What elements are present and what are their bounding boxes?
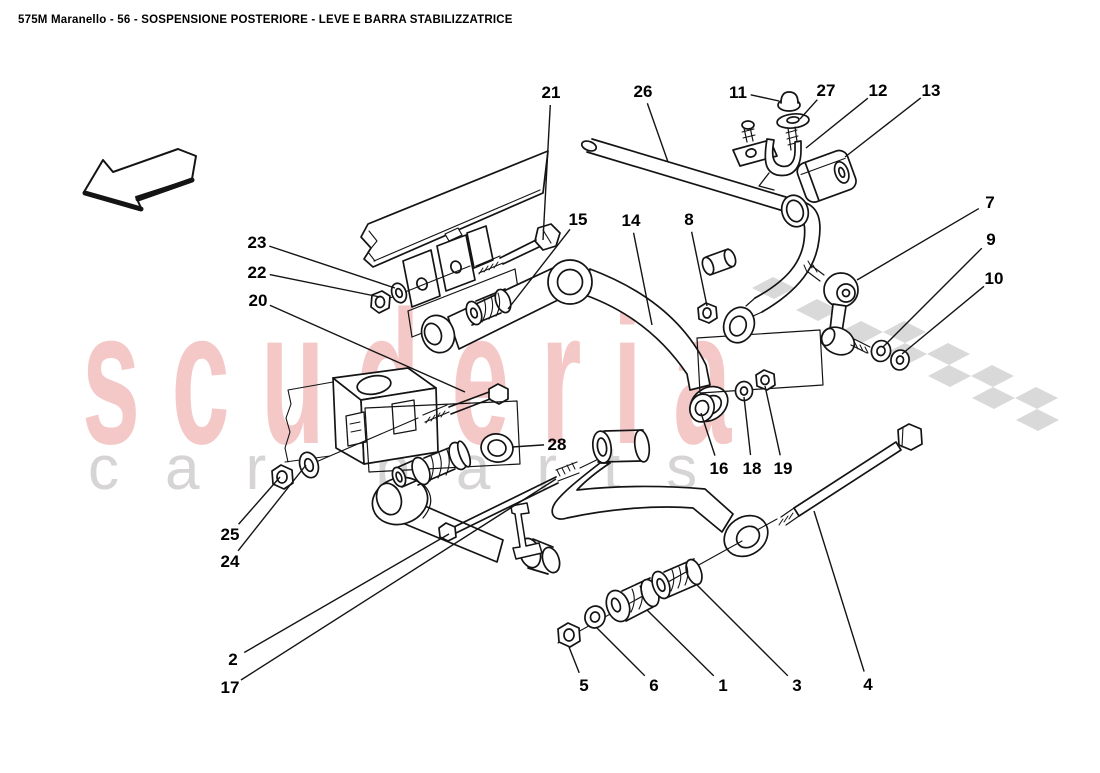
callout-leader-line xyxy=(901,285,985,355)
callout-leader-line xyxy=(844,97,922,158)
part-callout-12: 12 xyxy=(869,81,888,100)
callout-leader-line xyxy=(507,228,571,310)
callout-leader-line xyxy=(799,99,818,120)
part-callout-10: 10 xyxy=(985,269,1004,288)
part-callout-18: 18 xyxy=(743,459,762,478)
callout-leader-line xyxy=(240,478,557,681)
callout-leader-line xyxy=(269,245,396,289)
direction-arrow-icon xyxy=(82,148,197,212)
part-callout-26: 26 xyxy=(634,82,653,101)
part-callout-24: 24 xyxy=(221,552,240,571)
callout-leader-line xyxy=(243,533,450,654)
outer-joint-hardware xyxy=(557,540,743,648)
callout-leader-line xyxy=(646,609,715,677)
callout-leader-line xyxy=(743,396,752,456)
callout-leader-line xyxy=(511,444,545,448)
stabilizer-bushing xyxy=(796,149,857,203)
callout-leader-line xyxy=(269,304,466,393)
callout-leader-line xyxy=(856,207,980,281)
part-callout-7: 7 xyxy=(985,193,994,212)
part-callout-28: 28 xyxy=(548,435,567,454)
outer-pivot-bolt xyxy=(756,423,923,531)
callout-leader-line xyxy=(805,97,869,149)
callout-leader-line xyxy=(690,231,708,307)
part-callout-21: 21 xyxy=(542,83,561,102)
part-callout-4: 4 xyxy=(863,675,873,694)
callout-leader-line xyxy=(632,232,653,326)
callout-leader-line xyxy=(882,247,983,348)
callout-leader-line xyxy=(237,464,307,552)
callout-leader-line xyxy=(764,385,781,456)
stabilizer-clamp-cluster xyxy=(732,91,810,191)
stabilizer-bar xyxy=(580,138,821,344)
upper-arm-bushing xyxy=(465,288,512,326)
callout-leader-line xyxy=(813,510,865,672)
part-callout-27: 27 xyxy=(817,81,836,100)
upper-pivot-bolt xyxy=(370,223,561,314)
part-callout-11: 11 xyxy=(729,83,747,102)
part-callout-16: 16 xyxy=(710,459,729,478)
part-callout-9: 9 xyxy=(986,230,995,249)
part-callout-1: 1 xyxy=(718,676,727,695)
part-callout-22: 22 xyxy=(248,263,267,282)
checkered-flag-motif xyxy=(745,262,1062,486)
part-callout-2: 2 xyxy=(228,650,237,669)
callout-leader-line xyxy=(568,646,580,674)
callout-leader-line xyxy=(596,627,646,677)
page-title: 575M Maranello - 56 - SOSPENSIONE POSTER… xyxy=(18,14,513,26)
part-callout-15: 15 xyxy=(569,210,588,229)
lower-wishbone-rear xyxy=(551,429,769,558)
callout-leader-line xyxy=(269,273,381,298)
part-callout-14: 14 xyxy=(622,211,641,230)
part-callout-25: 25 xyxy=(221,525,240,544)
axis-box-lower xyxy=(364,400,521,473)
lower-arm-front-bushing xyxy=(391,433,514,488)
part-callout-13: 13 xyxy=(922,81,941,100)
callout-leader-line xyxy=(700,412,716,456)
part-callout-23: 23 xyxy=(248,233,267,252)
callout-leader-line xyxy=(646,103,669,163)
drop-link xyxy=(803,260,910,371)
lower-wishbone-front xyxy=(371,453,610,575)
callout-leader-line xyxy=(750,94,780,102)
callout-leader-line xyxy=(696,584,789,677)
part-callout-5: 5 xyxy=(579,676,588,695)
part-callout-20: 20 xyxy=(249,291,268,310)
part-callout-3: 3 xyxy=(792,676,801,695)
part-callout-6: 6 xyxy=(649,676,658,695)
part-callout-19: 19 xyxy=(774,459,793,478)
upper-arm-rear-hardware xyxy=(689,248,824,423)
callout-leader-line xyxy=(238,476,281,525)
mounting-bracket xyxy=(284,367,439,465)
part-callout-8: 8 xyxy=(684,210,693,229)
callout-leader-line xyxy=(542,104,551,241)
part-callout-17: 17 xyxy=(221,678,240,697)
